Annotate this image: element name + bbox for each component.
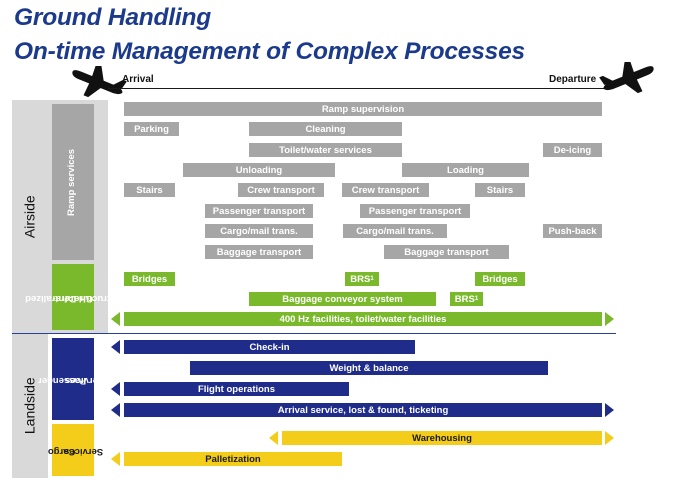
- timeline-line: [108, 88, 608, 89]
- stairs-arrival-bar: Stairs: [124, 183, 175, 197]
- cargo-mail-departure-bar: Cargo/mail trans.: [343, 224, 447, 238]
- airside-landside-divider: [12, 333, 616, 334]
- push-back-bar: Push-back: [543, 224, 602, 238]
- passenger-transport-departure-bar: Passenger transport: [360, 204, 470, 218]
- unloading-bar: Unloading: [183, 163, 335, 177]
- crew-transport-arrival-bar: Crew transport: [238, 183, 324, 197]
- facilities-bar: 400 Hz facilities, toilet/water faciliti…: [124, 312, 602, 326]
- crew-transport-departure-bar: Crew transport: [342, 183, 429, 197]
- de-icing-bar: De-icing: [543, 143, 602, 157]
- check-in-bar: Check-in: [124, 340, 415, 354]
- loading-bar: Loading: [402, 163, 529, 177]
- passenger-transport-arrival-bar: Passenger transport: [205, 204, 313, 218]
- arrival-service-bar: Arrival service, lost & found, ticketing: [124, 403, 602, 417]
- warehousing-bar: Warehousing: [282, 431, 602, 445]
- departure-label: Departure: [549, 74, 597, 85]
- weight-balance-bar: Weight & balance: [190, 361, 548, 375]
- cargo-mail-arrival-bar: Cargo/mail trans.: [205, 224, 313, 238]
- check-in-arrow-left: [111, 340, 120, 354]
- ramp-supervision-bar: Ramp supervision: [124, 102, 602, 116]
- warehousing-arrow-left: [269, 431, 278, 445]
- flight-operations-bar: Flight operations: [124, 382, 349, 396]
- baggage-transport-arrival-bar: Baggage transport: [205, 245, 313, 259]
- title-line-2: On-time Management of Complex Processes: [14, 38, 525, 65]
- side-panel: [12, 100, 48, 478]
- parking-bar: Parking: [124, 122, 179, 136]
- warehousing-arrow-right: [605, 431, 614, 445]
- stairs-departure-bar: Stairs: [475, 183, 525, 197]
- landside-label: Landside: [21, 377, 38, 435]
- baggage-conveyor-system-bar: Baggage conveyor system: [249, 292, 436, 306]
- baggage-transport-departure-bar: Baggage transport: [384, 245, 509, 259]
- arrival-service-arrow-left: [111, 403, 120, 417]
- plane-landing-icon: [72, 66, 127, 98]
- title-line-1: Ground Handling: [14, 4, 212, 31]
- facilities-arrow-left: [111, 312, 120, 326]
- plane-takeoff-icon: [599, 62, 654, 94]
- arrival-label: Arrival: [122, 74, 154, 85]
- bridges-departure-bar: Bridges: [475, 272, 525, 286]
- ramp-services-label: Ramp services: [52, 104, 94, 260]
- palletization-bar: Palletization: [124, 452, 342, 466]
- facilities-arrow-right: [605, 312, 614, 326]
- cleaning-bar: Cleaning: [249, 122, 402, 136]
- palletization-arrow-left: [111, 452, 120, 466]
- toilet-water-services-bar: Toilet/water services: [249, 143, 402, 157]
- arrival-service-arrow-right: [605, 403, 614, 417]
- bridges-arrival-bar: Bridges: [124, 272, 175, 286]
- flight-operations-arrow-left: [111, 382, 120, 396]
